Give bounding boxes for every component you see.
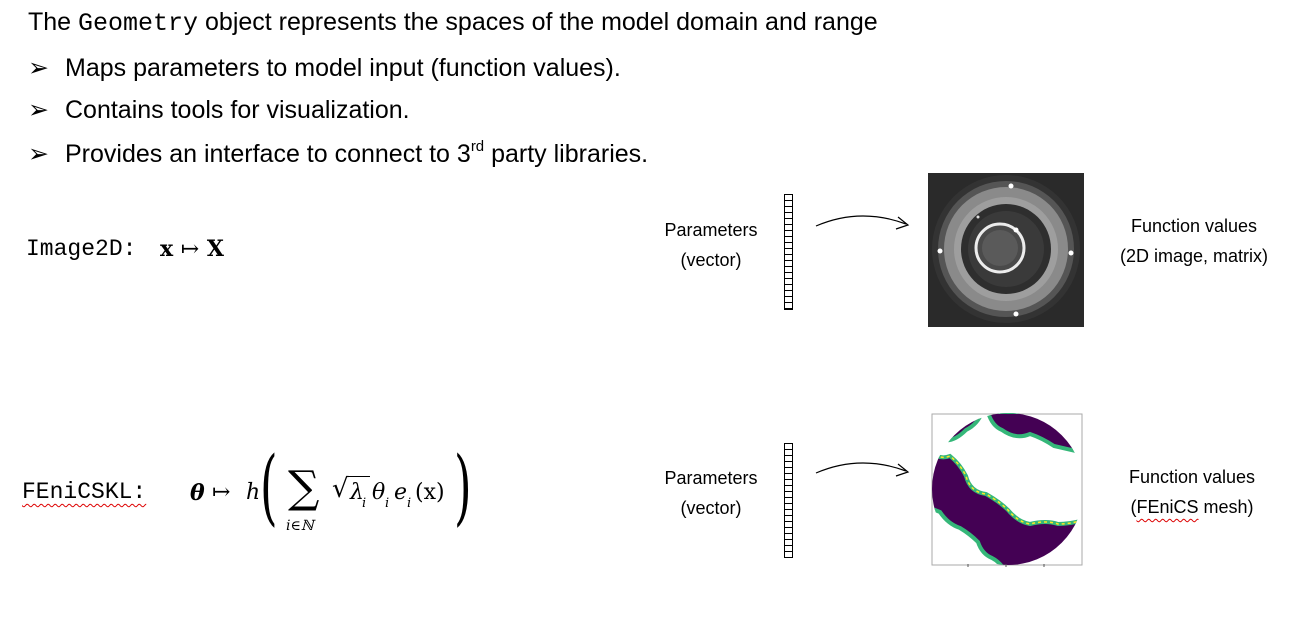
bullet-item-visualization: ➢ Contains tools for visualization. xyxy=(28,95,410,125)
fenics-word: FEniCS xyxy=(1136,497,1199,517)
arrow-curve-1 xyxy=(815,215,910,230)
vector-cell xyxy=(785,225,792,231)
vector-cell xyxy=(785,486,792,492)
vector-cell xyxy=(785,492,792,498)
vector-cell xyxy=(785,546,792,552)
heading-code: Geometry xyxy=(78,9,199,38)
parameters-text: Parameters xyxy=(664,220,758,240)
vector-cell xyxy=(785,303,792,309)
math-sub-i: i xyxy=(362,496,367,511)
math-sum-subscript: i∈ℕ xyxy=(286,518,314,534)
math-lambda: λ xyxy=(350,480,364,505)
bullet-text: Contains tools for visualization. xyxy=(65,96,410,124)
vector-cell xyxy=(785,201,792,207)
function-values-text: Function values xyxy=(1130,216,1258,236)
vector-cell xyxy=(785,267,792,273)
function-values-label-1: Function values (2D image, matrix) xyxy=(1112,211,1276,271)
arrow-bullet-icon: ➢ xyxy=(28,54,49,82)
vector-cell xyxy=(785,237,792,243)
bullet-superscript: rd xyxy=(470,138,485,155)
vector-cell xyxy=(785,450,792,456)
math-x: (x) xyxy=(415,480,445,505)
function-values-text: Function values xyxy=(1128,467,1256,487)
arrow-bullet-icon: ➢ xyxy=(28,96,49,124)
vector-cell xyxy=(785,456,792,462)
math-e: e xyxy=(394,480,408,505)
vector-cell xyxy=(785,297,792,303)
vector-cell xyxy=(785,249,792,255)
image2d-formula: x ↦ X xyxy=(160,236,224,262)
left-paren: ( xyxy=(260,440,278,535)
arrow-curve-2 xyxy=(815,462,910,477)
math-sqrt: √ xyxy=(332,474,349,504)
paren-open: ( xyxy=(1130,497,1137,517)
math-X: X xyxy=(206,236,224,262)
math-x: x xyxy=(160,236,174,262)
vector-cell xyxy=(785,195,792,201)
vector-cell xyxy=(785,255,792,261)
heading: The Geometry object represents the space… xyxy=(28,8,878,38)
ct-scan-image xyxy=(928,173,1084,327)
heading-suffix: object represents the spaces of the mode… xyxy=(198,8,878,36)
fenics-mesh-text: (FEniCS mesh) xyxy=(1112,492,1272,522)
vector-text: (vector) xyxy=(680,250,742,270)
vector-cell xyxy=(785,474,792,480)
image-matrix-text: (2D image, matrix) xyxy=(1119,246,1269,266)
parameter-vector-2 xyxy=(784,443,793,558)
bullet-item-interface: ➢ Provides an interface to connect to 3rd… xyxy=(28,138,648,169)
parameters-label-1: Parameters (vector) xyxy=(652,215,770,275)
math-sub-i: i xyxy=(407,496,412,511)
vector-cell xyxy=(785,498,792,504)
vector-cell xyxy=(785,534,792,540)
vector-cell xyxy=(785,528,792,534)
math-mapsto: ↦ xyxy=(180,237,200,262)
bullet-text: Maps parameters to model input (function… xyxy=(65,54,621,82)
vector-cell xyxy=(785,285,792,291)
bullet-text-end: party libraries. xyxy=(484,140,649,168)
math-theta-i: θ xyxy=(372,480,386,505)
fenics-mesh-image xyxy=(931,413,1084,567)
vector-cell xyxy=(785,273,792,279)
math-sum: ∑ xyxy=(288,462,320,513)
vector-cell xyxy=(785,540,792,546)
vector-cell xyxy=(785,291,792,297)
vector-text: (vector) xyxy=(680,498,742,518)
right-paren: ) xyxy=(454,440,472,535)
image2d-label: Image2D: xyxy=(26,236,137,262)
bullet-text: Provides an interface to connect to 3 xyxy=(65,140,471,168)
vector-cell xyxy=(785,504,792,510)
vector-cell xyxy=(785,219,792,225)
vector-cell xyxy=(785,516,792,522)
arrow-bullet-icon: ➢ xyxy=(28,140,49,168)
math-sub-i: i xyxy=(385,496,390,511)
parameters-text: Parameters xyxy=(664,468,758,488)
vector-cell xyxy=(785,522,792,528)
math-h: h xyxy=(246,480,261,505)
vector-cell xyxy=(785,261,792,267)
parameter-vector-1 xyxy=(784,194,793,310)
vector-cell xyxy=(785,213,792,219)
math-mapsto: ↦ xyxy=(212,480,231,505)
math-theta: θ xyxy=(190,480,205,506)
vector-cell xyxy=(785,444,792,450)
bullet-item-maps: ➢ Maps parameters to model input (functio… xyxy=(28,53,621,83)
heading-prefix: The xyxy=(28,8,79,36)
parameters-label-2: Parameters (vector) xyxy=(652,463,770,523)
fenicskl-label-text: FEniCSKL: xyxy=(22,479,147,505)
sqrt-bar xyxy=(348,476,370,477)
vector-cell xyxy=(785,480,792,486)
vector-cell xyxy=(785,279,792,285)
fenicskl-label: FEniCSKL: xyxy=(22,479,146,505)
vector-cell xyxy=(785,462,792,468)
vector-cell xyxy=(785,468,792,474)
vector-cell xyxy=(785,243,792,249)
function-values-label-2: Function values (FEniCS mesh) xyxy=(1112,462,1272,522)
vector-cell xyxy=(785,510,792,516)
mesh-word: mesh) xyxy=(1198,497,1254,517)
vector-cell xyxy=(785,207,792,213)
vector-cell xyxy=(785,231,792,237)
